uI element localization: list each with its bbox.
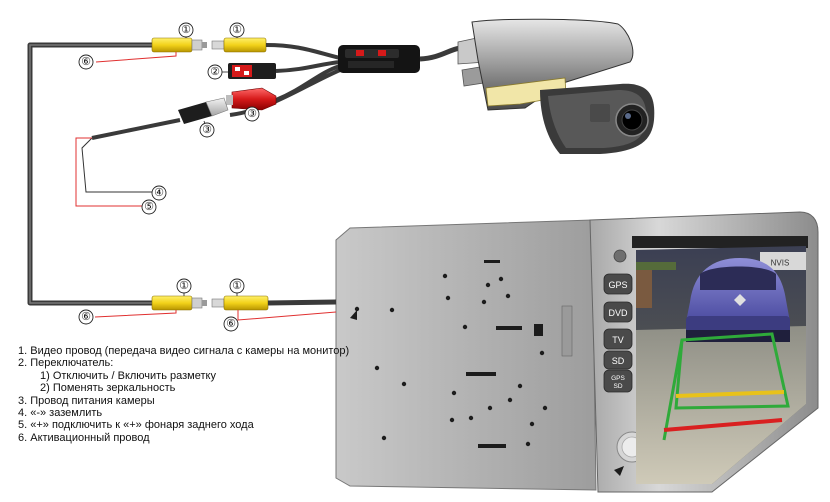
gps-sd-button-bottom: SD bbox=[613, 383, 622, 390]
harness-cables bbox=[229, 43, 341, 117]
legend-item-6: 6. Активационный провод bbox=[18, 431, 150, 444]
callout-reverse-light: ⑤ bbox=[144, 201, 154, 213]
callout-bottom-trigger-left: ⑥ bbox=[81, 311, 91, 323]
legend-item-2-1: 1) Отключить / Включить разметку bbox=[40, 369, 216, 382]
chassis-holes bbox=[354, 260, 548, 448]
head-unit: GPS DVD TV SD GPS SD NVIS bbox=[335, 211, 819, 493]
top-rca-female bbox=[151, 37, 207, 53]
callout-red-rca: ③ bbox=[247, 108, 257, 120]
tv-button-label: TV bbox=[612, 335, 624, 345]
bottom-video-cable bbox=[267, 299, 337, 306]
legend-item-3: 3. Провод питания камеры bbox=[18, 394, 155, 407]
rear-camera bbox=[457, 18, 655, 154]
gps-button[interactable] bbox=[603, 273, 633, 295]
screen-sign: NVIS bbox=[771, 259, 790, 268]
legend-item-2: 2. Переключатель: bbox=[18, 357, 114, 370]
callout-bottom-rca-right: ① bbox=[232, 280, 242, 292]
reverse-light-wire bbox=[75, 137, 152, 207]
eject-icon bbox=[614, 466, 624, 476]
guide-yellow bbox=[675, 390, 785, 398]
legend-item-2-2: 2) Поменять зеркальность bbox=[40, 382, 176, 395]
legend-item-1: 1. Видео провод (передача видео сигнала … bbox=[18, 345, 350, 357]
sd-button[interactable] bbox=[603, 350, 633, 370]
bottom-trigger-wire-right bbox=[237, 310, 337, 321]
legend-item-5: 5. «+» подключить к «+» фонаря заднего х… bbox=[18, 419, 254, 432]
callout-bottom-rca-left: ① bbox=[179, 280, 189, 292]
dip-switch bbox=[228, 63, 276, 79]
harness-box bbox=[338, 45, 420, 73]
dvd-button-label: DVD bbox=[608, 308, 628, 318]
ground-wire bbox=[81, 137, 152, 193]
callout-bottom-trigger-right: ⑥ bbox=[226, 318, 236, 330]
top-rca-male bbox=[211, 37, 267, 53]
video-cable bbox=[27, 42, 152, 306]
bottom-rca-male bbox=[211, 295, 269, 311]
callout-switch: ② bbox=[210, 66, 220, 78]
gps-sd-button-top: GPS bbox=[611, 375, 625, 382]
legend-item-4: 4. «-» заземлить bbox=[18, 407, 103, 420]
gps-button-label: GPS bbox=[608, 280, 627, 290]
top-trigger-wire bbox=[95, 52, 177, 63]
callout-top-rca-right: ① bbox=[232, 24, 242, 36]
callout-power-plug: ③ bbox=[202, 124, 212, 136]
bottom-rca-female bbox=[151, 295, 207, 311]
screen-car bbox=[686, 258, 790, 342]
guide-green bbox=[674, 332, 790, 410]
power-plug bbox=[178, 97, 229, 124]
guide-red bbox=[663, 418, 783, 432]
monitor-screen: NVIS bbox=[636, 246, 806, 484]
dvd-button[interactable] bbox=[603, 301, 633, 323]
bottom-trigger-wire-left bbox=[94, 310, 177, 318]
callout-ground: ④ bbox=[154, 187, 164, 199]
monitor-buttons: GPS DVD TV SD GPS SD bbox=[603, 273, 633, 393]
tv-button[interactable] bbox=[603, 328, 633, 350]
legend: 1. Видео провод (передача видео сигнала … bbox=[18, 345, 349, 444]
guide-green-left bbox=[662, 339, 684, 441]
sd-button-label: SD bbox=[612, 356, 625, 366]
red-rca-connector bbox=[226, 87, 277, 111]
gps-sd-button[interactable] bbox=[603, 369, 633, 393]
callout-top-trigger: ⑥ bbox=[81, 56, 91, 68]
callout-top-rca-left: ① bbox=[181, 24, 191, 36]
